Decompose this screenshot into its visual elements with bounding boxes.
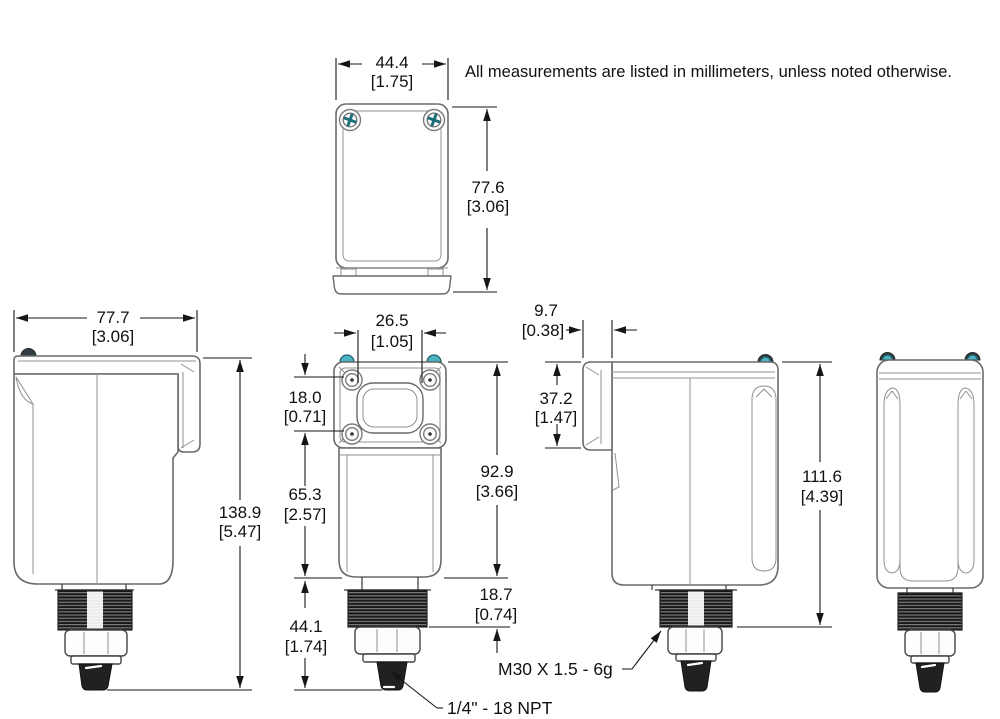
m30-callout: M30 X 1.5 - 6g [498, 630, 662, 679]
front-screw-icon [419, 369, 441, 391]
dim-top-depth: 77.6 [3.06] [452, 106, 510, 293]
dim-value-mm: 92.9 [480, 462, 513, 481]
dim-value-mm: 111.6 [802, 467, 842, 486]
hex-nut [667, 626, 723, 655]
dim-value-in: [4.39] [801, 487, 844, 506]
left-side-view [13, 348, 201, 691]
side-top-band [13, 355, 201, 453]
npt-callout: 1/4" - 18 NPT [389, 670, 553, 718]
dim-value-mm: 26.5 [375, 311, 408, 330]
front-screw-icon [341, 423, 363, 445]
dim-value-mm: 9.7 [534, 301, 558, 320]
npt-thread-label: 1/4" - 18 NPT [447, 698, 553, 718]
washer [362, 653, 416, 663]
front-view [333, 354, 447, 691]
back-panel-line [899, 405, 959, 582]
front-screw-icon [419, 423, 441, 445]
grip-channel [751, 385, 777, 572]
dim-value-in: [1.74] [285, 637, 328, 656]
teal-screw-bump-icon [966, 354, 979, 361]
front-screw-icon [341, 369, 363, 391]
sensor-window-inner [362, 388, 418, 428]
dim-head-height: 37.2 [1.47] [535, 361, 581, 449]
thread-highlight [688, 591, 704, 626]
npt-thread [376, 661, 408, 691]
top-view-clip [340, 268, 357, 277]
phillips-screw-icon [422, 108, 446, 132]
dim-value-mm: 77.6 [471, 178, 504, 197]
dim-value-mm: 77.7 [96, 308, 129, 327]
top-view-flange [332, 275, 452, 295]
washer [910, 655, 950, 664]
dim-window-height: 18.0 [0.71] [284, 354, 344, 486]
dim-top-width: 44.4 [1.75] [335, 53, 449, 100]
m30-thread [347, 589, 428, 628]
front-head-inner [339, 367, 441, 443]
dim-m30-length: 18.7 [0.74] [429, 585, 517, 653]
dim-value-in: [0.38] [522, 321, 565, 340]
dim-value-mm: 65.3 [288, 485, 321, 504]
top-view-inner-line [342, 110, 442, 262]
screw-bump-icon [20, 348, 37, 357]
m30-thread [897, 592, 963, 631]
phillips-screw-icon [338, 108, 362, 132]
grip-channel [883, 387, 901, 574]
dim-value-mm: 44.1 [289, 617, 322, 636]
dim-value-mm: 18.7 [479, 585, 512, 604]
dim-value-mm: 44.4 [375, 53, 408, 72]
dim-value-in: [3.06] [92, 327, 135, 346]
dim-value-in: [5.47] [219, 522, 262, 541]
back-view [876, 352, 984, 693]
dim-head-body-height: 92.9 [3.66] [444, 361, 519, 579]
washer [675, 653, 717, 662]
dim-window-width: 26.5 [1.05] [334, 311, 446, 383]
dim-rear-height: 111.6 [4.39] [737, 361, 844, 628]
top-view-clip [427, 268, 444, 277]
dim-value-in: [2.57] [284, 505, 327, 524]
body-notch [612, 452, 620, 491]
dim-value-in: [1.75] [371, 72, 414, 91]
dim-value-in: [3.66] [476, 482, 519, 501]
dim-body-length: 65.3 [2.57] [284, 485, 342, 579]
hex-nut [904, 629, 956, 657]
dim-overall-height: 138.9 [5.47] [107, 357, 262, 691]
back-body-outline [876, 359, 984, 589]
grip-channel [957, 387, 975, 574]
dim-value-in: [1.47] [535, 408, 578, 427]
npt-thread [680, 660, 712, 692]
sensor-window [356, 382, 424, 434]
side-body-outline [611, 361, 779, 586]
units-note: All measurements are listed in millimete… [465, 63, 952, 81]
front-body-outline [338, 447, 442, 578]
thread-highlight [87, 591, 103, 629]
washer [70, 655, 122, 665]
dim-value-mm: 37.2 [539, 389, 572, 408]
right-side-view [582, 354, 779, 692]
dim-value-in: [0.74] [475, 605, 518, 624]
head-outline [582, 361, 613, 451]
hex-nut [354, 626, 421, 655]
dim-value-in: [1.05] [371, 332, 414, 351]
npt-thread [915, 662, 945, 693]
side-body-outline [13, 373, 179, 585]
npt-thread [78, 663, 113, 691]
dim-side-width: 77.7 [3.06] [13, 308, 198, 352]
dim-head-protrusion: 9.7 [0.38] [522, 301, 637, 358]
teal-screw-bump-icon [339, 354, 355, 363]
dim-value-in: [3.06] [467, 197, 510, 216]
dim-thread-assembly: 44.1 [1.74] [285, 581, 382, 691]
dim-value-mm: 138.9 [219, 503, 262, 522]
dim-value-mm: 18.0 [288, 388, 321, 407]
m30-thread-label: M30 X 1.5 - 6g [498, 659, 613, 679]
grip-notch [15, 376, 35, 405]
top-view [332, 103, 452, 295]
hex-nut [64, 629, 128, 657]
dim-value-in: [0.71] [284, 407, 327, 426]
teal-screw-bump-icon [426, 354, 442, 363]
